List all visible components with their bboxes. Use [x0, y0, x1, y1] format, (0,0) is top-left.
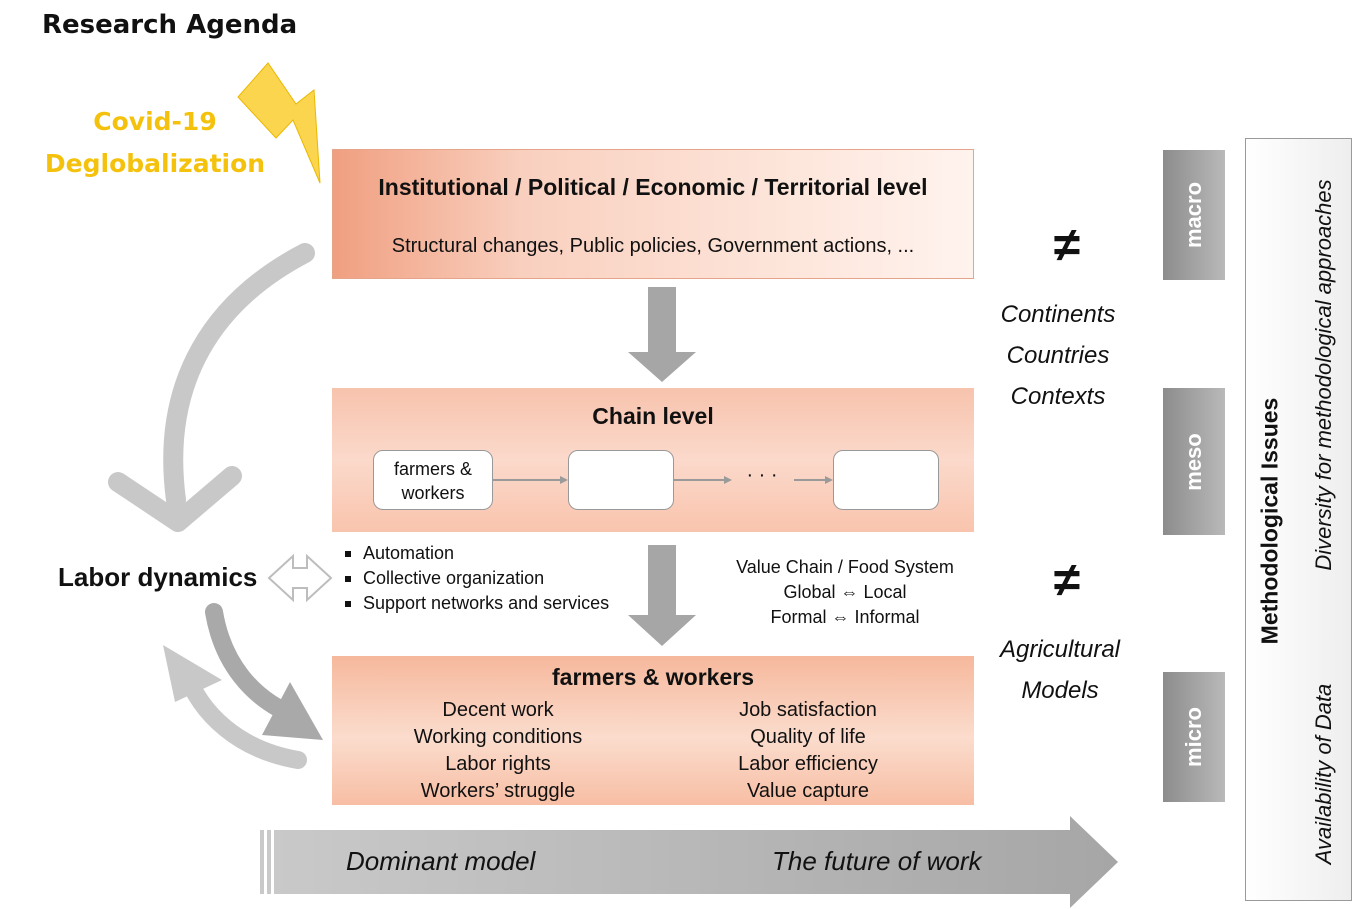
- lightning-icon: [237, 62, 321, 184]
- macro-title: Institutional / Political / Economic / T…: [378, 174, 928, 200]
- labor-bullet-list: Automation Collective organization Suppo…: [345, 541, 609, 616]
- curved-arrow-down-head: [108, 466, 242, 532]
- bullet-item: Automation: [345, 541, 609, 566]
- methodology-title: Methodological Issues: [1256, 397, 1283, 645]
- chain-arrows: [493, 476, 833, 484]
- down-arrow-macro-meso: [628, 287, 696, 382]
- bottom-arrow-tail-2: [267, 830, 271, 894]
- methodological-issues-panel: Methodological Issues Diversity for meth…: [1245, 138, 1352, 901]
- bottom-arrow-body: [274, 816, 1118, 908]
- micro-title: farmers & workers: [552, 664, 754, 690]
- level-label: micro: [1181, 707, 1206, 767]
- value-chain-line: Formal ⇔ Informal: [770, 607, 920, 627]
- context-item: Contexts: [1010, 383, 1106, 410]
- value-chain-line: Value Chain / Food System: [736, 557, 954, 577]
- not-equal-icon: ≠: [1053, 219, 1081, 272]
- down-arrow-meso-micro: [628, 545, 696, 646]
- chain-node-empty-2: [833, 450, 939, 510]
- macro-level-box: Institutional / Political / Economic / T…: [332, 149, 974, 279]
- context-item: Countries: [1006, 342, 1110, 369]
- chain-node-label-2: workers: [401, 483, 465, 503]
- chain-node-empty-1: [568, 450, 674, 510]
- methodology-diversity: Diversity for methodological approaches: [1311, 179, 1336, 571]
- level-tab-meso: meso: [1163, 388, 1225, 535]
- methodology-availability: Availability of Data: [1311, 683, 1336, 865]
- farmers-workers-box: farmers & workers Decent work Working co…: [332, 656, 974, 805]
- contexts-list: Continents Countries Contexts: [968, 294, 1148, 417]
- micro-left-column: Decent work Working conditions Labor rig…: [378, 697, 618, 805]
- macro-subtitle: Structural changes, Public policies, Gov…: [391, 235, 915, 257]
- level-tab-macro: macro: [1163, 150, 1225, 280]
- dominant-model-label: Dominant model: [346, 846, 536, 876]
- micro-item: Workers’ struggle: [420, 780, 576, 802]
- micro-right-column: Job satisfaction Quality of life Labor e…: [688, 697, 928, 805]
- context-item: Agricultural: [999, 636, 1121, 663]
- chain-level-box: Chain level farmers & workers · · ·: [332, 388, 974, 532]
- bullet-item: Collective organization: [345, 566, 609, 591]
- micro-item: Value capture: [747, 780, 869, 802]
- bullet-item: Support networks and services: [345, 591, 609, 616]
- context-item: Continents: [1000, 301, 1116, 328]
- not-equal-icon: ≠: [1053, 554, 1081, 607]
- micro-item: Job satisfaction: [739, 699, 877, 721]
- value-chain-line: Global ⇔ Local: [783, 582, 907, 602]
- trigger-line-2: Deglobalization: [44, 149, 266, 178]
- chain-ellipsis: · · ·: [746, 464, 778, 486]
- models-list: Agricultural Models: [970, 629, 1150, 711]
- curved-arrow-down: [163, 243, 315, 510]
- micro-item: Labor rights: [445, 753, 551, 775]
- double-arrow-icon: [267, 553, 333, 603]
- curved-arrow-from-micro-head: [163, 645, 222, 702]
- micro-item: Working conditions: [413, 726, 583, 748]
- trigger-line-1: Covid-19: [93, 107, 217, 136]
- level-label: macro: [1181, 181, 1206, 249]
- labor-dynamics-label: Labor dynamics: [58, 562, 258, 592]
- bottom-arrow-tail-1: [260, 830, 264, 894]
- chain-level-title: Chain level: [592, 403, 714, 429]
- level-tab-micro: micro: [1163, 672, 1225, 802]
- context-item: Models: [1021, 677, 1099, 704]
- micro-item: Labor efficiency: [738, 753, 878, 775]
- level-label: meso: [1181, 432, 1206, 491]
- curved-arrow-to-micro-head: [262, 682, 323, 740]
- page-title: Research Agenda: [42, 10, 298, 40]
- chain-node-label-1: farmers &: [393, 459, 472, 479]
- micro-item: Decent work: [442, 699, 554, 721]
- future-of-work-label: The future of work: [772, 846, 982, 876]
- value-chain-notes: Value Chain / Food System Global ⇔ Local…: [722, 555, 968, 630]
- micro-item: Quality of life: [750, 726, 866, 748]
- chain-node-farmers: farmers & workers: [373, 450, 493, 510]
